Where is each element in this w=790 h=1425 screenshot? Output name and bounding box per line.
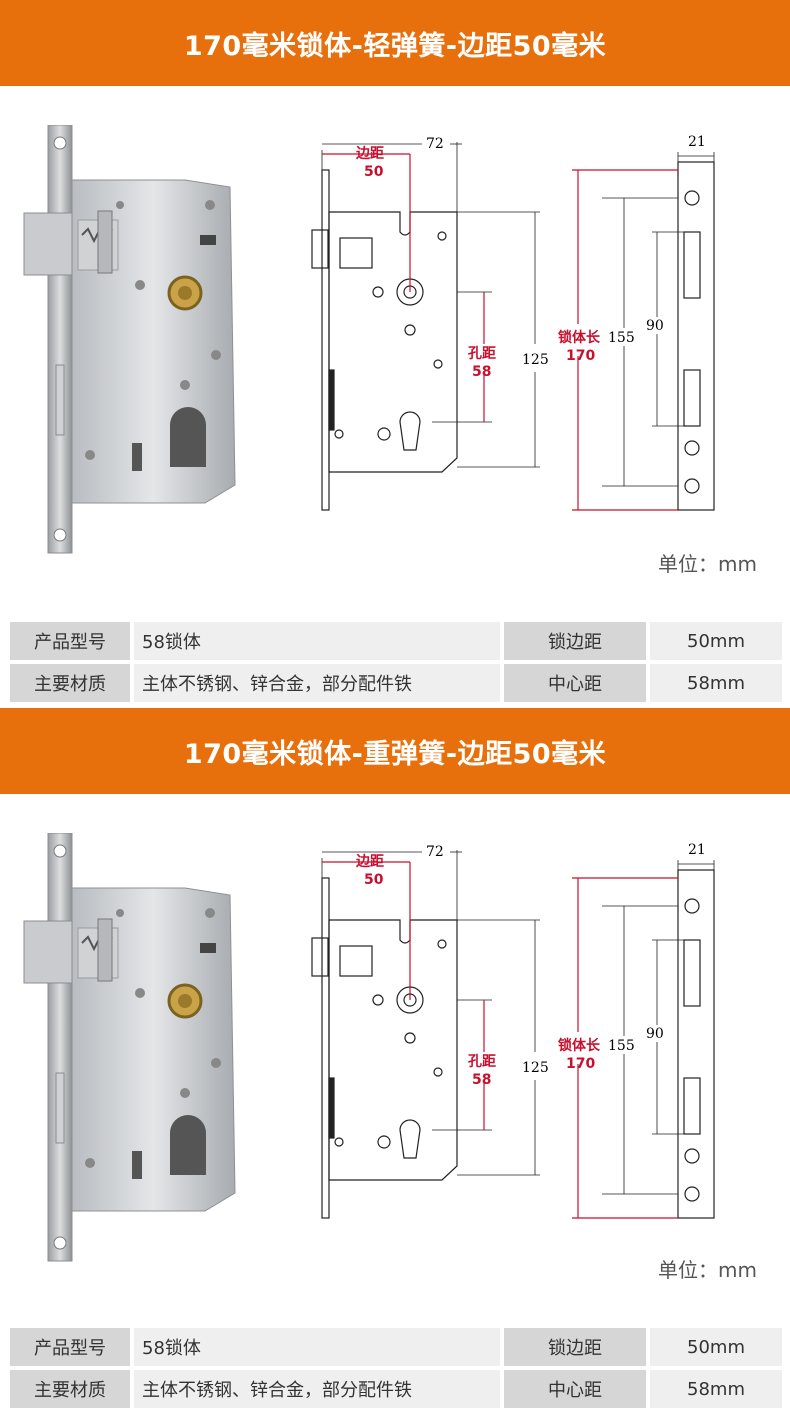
spec-value: 主体不锈钢、锌合金，部分配件铁 [132,662,504,706]
svg-text:锁体长: 锁体长 [558,1037,601,1054]
spec-label: 中心距 [502,1368,650,1412]
table-row: 主要材质 主体不锈钢、锌合金，部分配件铁 中心距 58mm [10,662,782,706]
section-title: 170毫米锁体-轻弹簧-边距50毫米 [0,0,790,86]
spec-value: 58mm [648,662,782,706]
spec-value: 50mm [648,622,782,664]
unit-label: 单位：mm [658,1258,757,1282]
spec-label: 主要材质 [10,662,134,706]
spec-table: 产品型号 58锁体 锁边距 50mm 主要材质 主体不锈钢、锌合金，部分配件铁 … [10,622,782,706]
spec-label: 中心距 [502,662,650,706]
svg-text:125: 125 [522,1060,549,1076]
svg-text:21: 21 [688,842,706,858]
svg-text:90: 90 [646,1026,664,1042]
spec-value: 58锁体 [132,1328,504,1370]
svg-text:72: 72 [426,844,444,860]
spec-value: 58锁体 [132,622,504,664]
svg-text:孔距: 孔距 [468,346,496,362]
svg-text:50: 50 [364,164,384,180]
spec-label: 产品型号 [10,622,134,664]
lock-body-photo [23,833,236,1262]
svg-text:边距: 边距 [355,146,384,162]
svg-text:锁体长: 锁体长 [558,329,601,346]
svg-text:50: 50 [364,872,384,888]
svg-text:155: 155 [608,330,635,346]
spec-label: 锁边距 [502,622,650,664]
spec-label: 主要材质 [10,1368,134,1412]
spec-table: 产品型号 58锁体 锁边距 50mm 主要材质 主体不锈钢、锌合金，部分配件铁 … [10,1328,782,1412]
dimension-drawing: 72 边距 50 孔距 58 125 21 锁体长 170 155 90 [311,134,715,511]
svg-text:155: 155 [608,1038,635,1054]
lock-body-photo [23,125,236,554]
table-row: 主要材质 主体不锈钢、锌合金，部分配件铁 中心距 58mm [10,1368,782,1412]
svg-text:90: 90 [646,318,664,334]
spec-value: 58mm [648,1368,782,1412]
svg-text:58: 58 [472,364,491,380]
svg-text:125: 125 [522,352,549,368]
svg-text:孔距: 孔距 [468,1054,496,1070]
svg-text:边距: 边距 [355,854,384,870]
spec-label: 锁边距 [502,1328,650,1370]
svg-text:170: 170 [566,348,595,364]
spec-label: 产品型号 [10,1328,134,1370]
dimension-drawing: 72 边距 50 孔距 58 125 21 锁体长 170 155 90 [311,842,715,1219]
spec-value: 50mm [648,1328,782,1370]
spec-value: 主体不锈钢、锌合金，部分配件铁 [132,1368,504,1412]
svg-text:21: 21 [688,134,706,150]
table-row: 产品型号 58锁体 锁边距 50mm [10,1328,782,1370]
svg-text:170: 170 [566,1056,595,1072]
section-light-spring: 170毫米锁体-轻弹簧-边距50毫米 [0,0,790,710]
section-title: 170毫米锁体-重弹簧-边距50毫米 [0,708,790,794]
svg-text:58: 58 [472,1072,491,1088]
svg-text:72: 72 [426,136,444,152]
table-row: 产品型号 58锁体 锁边距 50mm [10,622,782,664]
unit-label: 单位：mm [658,552,757,576]
section-heavy-spring: 170毫米锁体-重弹簧-边距50毫米 [0,708,790,1425]
